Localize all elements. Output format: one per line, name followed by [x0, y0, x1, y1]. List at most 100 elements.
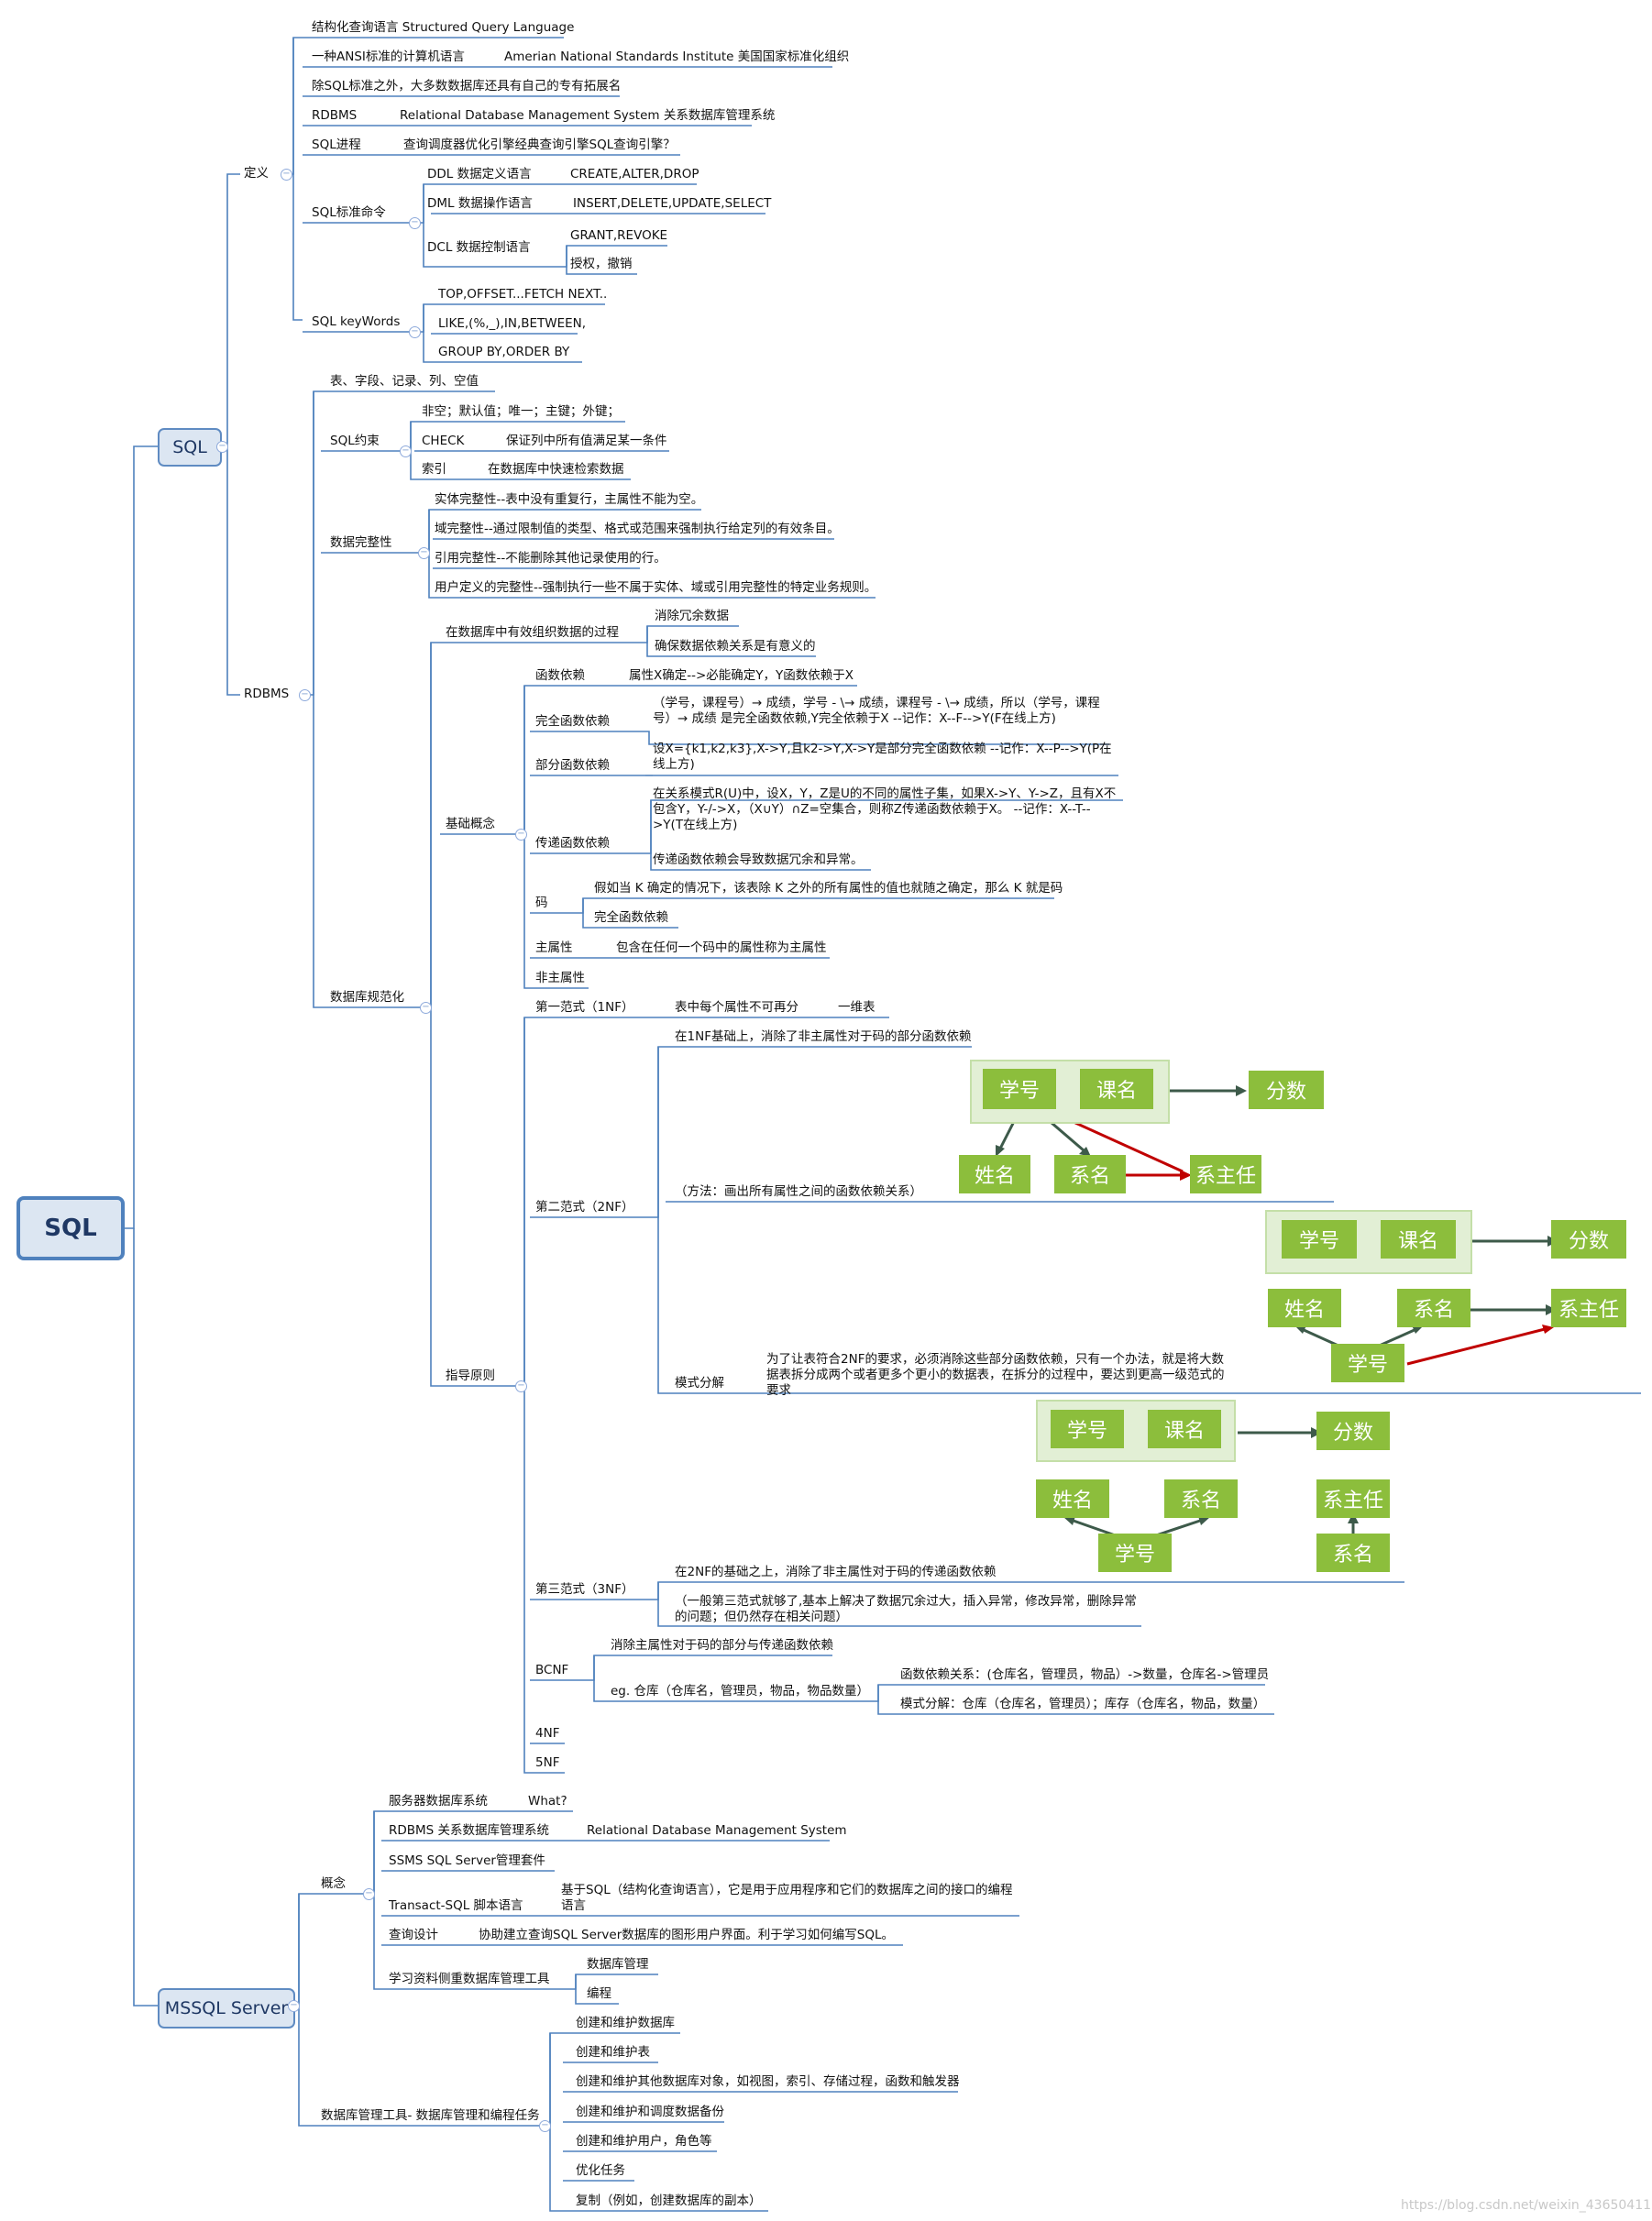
- collapse-icon[interactable]: −: [216, 441, 228, 453]
- concept-item[interactable]: SSMS SQL Server管理套件: [389, 1853, 545, 1868]
- concept-item[interactable]: 服务器数据库系统: [389, 1794, 488, 1809]
- concept-partial-fd[interactable]: 部分函数依赖: [535, 758, 610, 773]
- concept-key-note[interactable]: 完全函数依赖: [594, 910, 668, 925]
- node-sql-keywords[interactable]: SQL keyWords: [312, 314, 401, 329]
- concept-item-detail[interactable]: Relational Database Management System: [587, 1823, 847, 1838]
- concept-item-detail[interactable]: What?: [528, 1794, 567, 1809]
- tool-task[interactable]: 创建和维护表: [576, 2045, 650, 2060]
- concept-item-detail[interactable]: 协助建立查询SQL Server数据库的图形用户界面。利于学习如何编写SQL。: [479, 1928, 894, 1942]
- integrity-item[interactable]: 用户定义的完整性--强制执行一些不属于实体、域或引用完整性的特定业务规则。: [435, 580, 877, 595]
- collapse-icon[interactable]: −: [515, 829, 527, 841]
- bcnf-desc[interactable]: 消除主属性对于码的部分与传递函数依赖: [611, 1638, 833, 1653]
- rdbms-tables[interactable]: 表、字段、记录、列、空值: [330, 374, 479, 389]
- def-item[interactable]: 一种ANSI标准的计算机语言: [312, 49, 465, 64]
- concept-transitive-note[interactable]: 传递函数依赖会导致数据冗余和异常。: [653, 852, 864, 867]
- collapse-icon[interactable]: −: [299, 689, 311, 701]
- concept-prime[interactable]: 主属性: [535, 940, 573, 955]
- nf2[interactable]: 第二范式（2NF）: [535, 1200, 634, 1215]
- bcnf[interactable]: BCNF: [535, 1663, 569, 1677]
- nf2-decomposition-desc[interactable]: 为了让表符合2NF的要求，必须消除这些部分函数依赖，只有一个办法，就是将大数据表…: [766, 1352, 1225, 1398]
- nf2-decomposition[interactable]: 模式分解: [675, 1376, 724, 1391]
- constraint-item[interactable]: 索引: [422, 462, 446, 477]
- root-topic[interactable]: SQL: [17, 1196, 125, 1260]
- nf1[interactable]: 第一范式（1NF）: [535, 1000, 634, 1015]
- bcnf-example-decomp[interactable]: 模式分解：仓库（仓库名，管理员）；库存（仓库名，物品，数量）: [900, 1697, 1266, 1711]
- node-guidelines[interactable]: 指导原则: [446, 1369, 495, 1383]
- def-item-detail[interactable]: Amerian National Standards Institute 美国国…: [504, 49, 850, 64]
- tool-task[interactable]: 创建和维护数据库: [576, 2016, 675, 2030]
- nf1-note[interactable]: 一维表: [838, 1000, 876, 1015]
- cmd-ddl[interactable]: DDL 数据定义语言: [427, 167, 532, 181]
- def-item[interactable]: 结构化查询语言 Structured Query Language: [312, 20, 575, 35]
- tool-task[interactable]: 复制（例如，创建数据库的副本）: [576, 2194, 762, 2208]
- nf4[interactable]: 4NF: [535, 1726, 560, 1741]
- norm-process-item[interactable]: 确保数据依赖关系是有意义的: [655, 639, 816, 654]
- concept-full-fd[interactable]: 完全函数依赖: [535, 714, 610, 729]
- node-rdbms[interactable]: RDBMS: [244, 687, 290, 701]
- def-item-detail[interactable]: Relational Database Management System 关系…: [400, 108, 776, 123]
- nf3-desc[interactable]: 在2NF的基础之上，消除了非主属性对于码的传递函数依赖: [675, 1565, 997, 1579]
- def-item[interactable]: 除SQL标准之外，大多数数据库还具有自己的专有拓展名: [312, 79, 622, 93]
- collapse-icon[interactable]: −: [420, 1002, 432, 1014]
- def-item[interactable]: RDBMS: [312, 108, 358, 123]
- nf2-desc[interactable]: 在1NF基础上，消除了非主属性对于码的部分函数依赖: [675, 1029, 972, 1044]
- integrity-item[interactable]: 实体完整性--表中没有重复行，主属性不能为空。: [435, 492, 704, 507]
- cmd-dml-value[interactable]: INSERT,DELETE,UPDATE,SELECT: [573, 196, 772, 211]
- collapse-icon[interactable]: −: [363, 1888, 375, 1900]
- tool-task[interactable]: 创建和维护和调度数据备份: [576, 2105, 724, 2119]
- nf2-method[interactable]: （方法：画出所有属性之间的函数依赖关系）: [675, 1184, 922, 1199]
- collapse-icon[interactable]: −: [515, 1380, 527, 1392]
- constraint-detail[interactable]: 在数据库中快速检索数据: [488, 462, 624, 477]
- node-definition[interactable]: 定义: [244, 166, 269, 181]
- collapse-icon[interactable]: −: [409, 217, 421, 229]
- topic-mssql-server[interactable]: MSSQL Server: [158, 1988, 295, 2029]
- cmd-dcl-value[interactable]: GRANT,REVOKE: [570, 228, 668, 243]
- concept-key-desc[interactable]: 假如当 K 确定的情况下，该表除 K 之外的所有属性的值也就随之确定，那么 K …: [594, 881, 1063, 896]
- tool-task[interactable]: 创建和维护其他数据库对象，如视图，索引、存储过程，函数和触发器: [576, 2074, 960, 2089]
- concept-item[interactable]: 查询设计: [389, 1928, 438, 1942]
- collapse-icon[interactable]: −: [288, 2000, 300, 2012]
- node-concept[interactable]: 概念: [321, 1876, 346, 1891]
- concept-key[interactable]: 码: [535, 896, 548, 910]
- collapse-icon[interactable]: −: [418, 547, 430, 559]
- integrity-item[interactable]: 域完整性--通过限制值的类型、格式或范围来强制执行给定列的有效条目。: [435, 522, 840, 536]
- collapse-icon[interactable]: −: [281, 169, 292, 181]
- cmd-ddl-value[interactable]: CREATE,ALTER,DROP: [570, 167, 699, 181]
- concept-fd-desc[interactable]: 属性X确定-->必能确定Y，Y函数依赖于X: [629, 668, 854, 683]
- def-item[interactable]: SQL进程: [312, 137, 361, 152]
- nf3[interactable]: 第三范式（3NF）: [535, 1582, 634, 1597]
- nf5[interactable]: 5NF: [535, 1755, 560, 1770]
- cmd-dml[interactable]: DML 数据操作语言: [427, 196, 533, 211]
- constraint-item[interactable]: CHECK: [422, 434, 465, 448]
- concept-item-detail[interactable]: 数据库管理: [587, 1957, 649, 1972]
- constraint-detail[interactable]: 保证列中所有值满足某一条件: [506, 434, 667, 448]
- collapse-icon[interactable]: −: [409, 326, 421, 338]
- concept-item[interactable]: Transact-SQL 脚本语言: [389, 1898, 523, 1913]
- concept-item[interactable]: 学习资料侧重数据库管理工具: [389, 1972, 550, 1986]
- bcnf-example-fd[interactable]: 函数依赖关系：(仓库名，管理员，物品）->数量，仓库名->管理员: [900, 1667, 1270, 1682]
- keyword-item[interactable]: GROUP BY,ORDER BY: [438, 345, 570, 359]
- concept-item[interactable]: RDBMS 关系数据库管理系统: [389, 1823, 550, 1838]
- concept-transitive-fd-desc[interactable]: 在关系模式R(U)中，设X，Y，Z是U的不同的属性子集，如果X->Y、Y->Z，…: [653, 786, 1117, 832]
- node-sql-constraint[interactable]: SQL约束: [330, 434, 380, 448]
- bcnf-example[interactable]: eg. 仓库（仓库名，管理员，物品，物品数量）: [611, 1684, 869, 1699]
- concept-partial-fd-desc[interactable]: 设X={k1,k2,k3},X->Y,且k2->Y,X->Y是部分完全函数依赖 …: [653, 742, 1112, 772]
- concept-prime-desc[interactable]: 包含在任何一个码中的属性称为主属性: [616, 940, 827, 955]
- concept-item-detail[interactable]: 编程: [587, 1986, 611, 2001]
- cmd-dcl[interactable]: DCL 数据控制语言: [427, 240, 531, 255]
- node-normalization[interactable]: 数据库规范化: [330, 990, 404, 1005]
- nf1-desc[interactable]: 表中每个属性不可再分: [675, 1000, 798, 1015]
- concept-nonprime[interactable]: 非主属性: [535, 971, 585, 985]
- node-sql-commands[interactable]: SQL标准命令: [312, 205, 386, 220]
- integrity-item[interactable]: 引用完整性--不能删除其他记录使用的行。: [435, 551, 666, 566]
- concept-full-fd-desc[interactable]: （学号，课程号）→ 成绩，学号 - \→ 成绩，课程号 - \→ 成绩，所以（学…: [653, 696, 1100, 726]
- constraint-item[interactable]: 非空；默认值；唯一；主键；外键；: [422, 404, 620, 419]
- keyword-item[interactable]: LIKE,(%,_),IN,BETWEEN,: [438, 316, 587, 331]
- collapse-icon[interactable]: −: [539, 2120, 551, 2132]
- tool-task[interactable]: 创建和维护用户，角色等: [576, 2134, 712, 2149]
- topic-sql[interactable]: SQL: [158, 428, 222, 467]
- norm-process[interactable]: 在数据库中有效组织数据的过程: [446, 625, 619, 640]
- node-management-tools[interactable]: 数据库管理工具- 数据库管理和编程任务: [321, 2108, 540, 2123]
- keyword-item[interactable]: TOP,OFFSET...FETCH NEXT..: [438, 287, 608, 302]
- concept-fd[interactable]: 函数依赖: [535, 668, 585, 683]
